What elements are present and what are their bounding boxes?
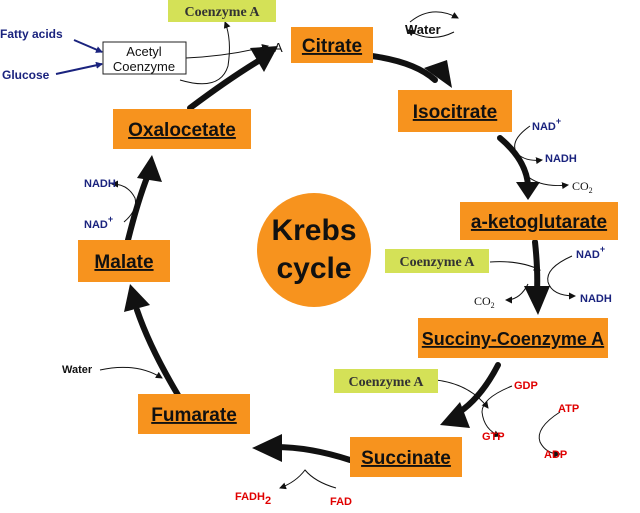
water-fumarate-arrow [99,366,163,379]
arrow-isocitrate-to-keto [497,135,531,188]
arrow-head-malate [124,284,150,312]
atp-adp-arrow [538,411,561,458]
compound-fumarate: Fumarate [138,394,250,434]
fad-arrow [279,469,337,490]
nad-malate-label: NAD+ [84,214,113,231]
succinate-label: Succinate [361,448,451,469]
fadh2-label: FADH2 [235,491,271,507]
a-label: A [274,40,283,55]
arrow-head-keto [516,182,540,200]
nad-isocitrate-arrow [514,125,543,165]
ketoglutarate-label: a-ketoglutarate [471,212,607,233]
arrow-head-isocitrate [424,60,452,88]
center-line2: cycle [276,252,351,285]
nad-isocitrate-label: NAD+ [532,116,561,133]
fatty-acids-arrow [73,39,103,53]
acetyl-to-a-arrow [185,44,269,59]
compound-citrate: Citrate [291,27,373,63]
compound-malate: Malate [78,240,170,282]
coenzyme-a-keto: Coenzyme A [385,249,489,273]
nadh-isocitrate-label: NADH [545,153,577,165]
isocitrate-label: Isocitrate [413,102,497,123]
adp-label: ADP [544,449,567,461]
gdp-label: GDP [514,380,538,392]
malate-label: Malate [94,252,153,273]
arrow-head-succinate [440,402,470,428]
arrow-head-fumarate [252,434,282,462]
fumarate-label: Fumarate [151,405,237,426]
nad-keto-label: NAD+ [576,244,605,261]
arrow-head-citrate [250,46,278,72]
citrate-label: Citrate [302,36,362,57]
water-fumarate-label: Water [62,364,93,376]
compound-oxalocetate: Oxalocetate [113,109,251,149]
arrow-succinate-to-fumarate [272,444,353,463]
water-top-label: Water [405,22,441,37]
co2-isocitrate-label: CO2 [572,179,593,195]
coenzyme-a-top-label: Coenzyme A [184,5,260,20]
gdp-gtp-arrow [481,385,513,438]
co2-keto-label: CO2 [474,294,495,310]
succinyl-label: Succiny-Coenzyme A [422,329,604,349]
co2-isocitrate-arrow [525,174,569,190]
compound-isocitrate: Isocitrate [398,90,512,132]
acetyl-line2: Coenzyme [113,59,175,74]
side-arrows [55,11,576,490]
acetyl-line1: Acetyl [126,44,162,59]
co2-keto-arrow [505,283,529,304]
coenzyme-a-succinyl-label: Coenzyme A [348,375,424,390]
fatty-acids-label: Fatty acids [0,27,63,41]
coenzyme-a-keto-label: Coenzyme A [399,255,475,270]
coenzyme-a-top: Coenzyme A [168,0,276,22]
arrow-citrate-to-isocitrate [369,53,438,83]
center-circle [257,193,371,307]
gtp-label: GTP [482,431,505,443]
compound-succinate: Succinate [350,437,462,477]
glucose-label: Glucose [2,68,50,82]
nadh-malate-label: NADH [84,178,116,190]
coenzyme-a-keto-arrow [489,261,541,271]
water-top-arrow [409,11,459,23]
cycle-arrows [124,46,550,463]
oxalocetate-label: Oxalocetate [128,120,236,141]
glucose-arrow [55,61,103,75]
compound-ketoglutarate: a-ketoglutarate [460,202,618,240]
nad-keto-arrow [547,255,576,300]
atp-label: ATP [558,403,579,415]
arrow-head-succinyl [524,286,550,315]
arrow-oxalocetate-to-citrate [187,57,263,111]
arrow-fumarate-to-malate [134,307,181,398]
coenzyme-a-top-arrow [179,21,231,85]
acetyl-coenzyme-box: Acetyl Coenzyme [102,41,187,75]
krebs-center: Krebs cycle [257,193,371,307]
compound-succinyl: Succiny-Coenzyme A [418,318,608,358]
coenzyme-a-succinyl: Coenzyme A [334,369,438,393]
arrow-malate-to-oxalocetate [125,172,151,243]
nadh-keto-label: NADH [580,293,612,305]
arrow-keto-to-succinyl [532,239,541,295]
center-line1: Krebs [271,214,356,247]
arrow-head-oxalocetate [137,155,162,182]
fad-label: FAD [330,496,352,508]
nadh-malate-arrow [111,180,136,223]
